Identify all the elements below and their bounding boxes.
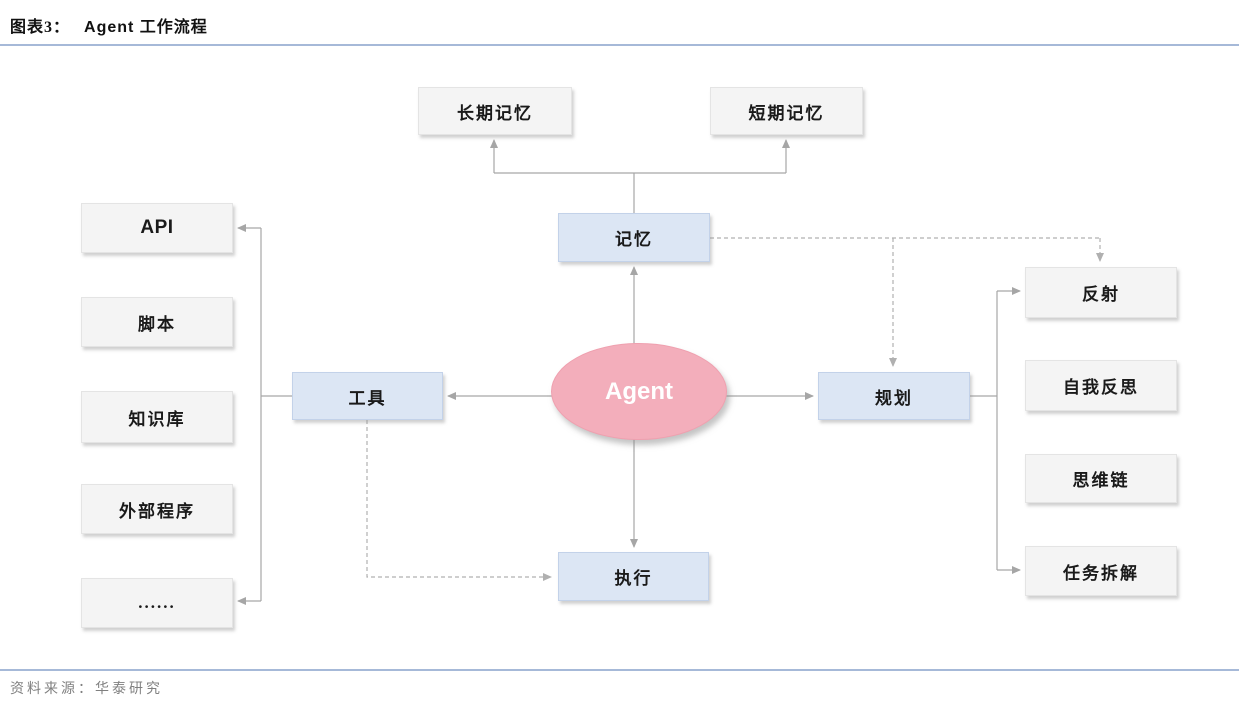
node-label: 执行 xyxy=(614,569,653,588)
source-note: 资料来源：华泰研究 xyxy=(10,682,163,697)
node-label: 自我反思 xyxy=(1063,378,1139,397)
edge-memory-split xyxy=(494,172,786,213)
node-script: 脚本 xyxy=(81,297,233,347)
figure-header: 图表3： Agent 工作流程 xyxy=(10,13,208,37)
figure-label: 图表3： xyxy=(10,19,71,36)
node-label: 脚本 xyxy=(138,314,176,334)
node-label: 外部程序 xyxy=(119,501,195,521)
node-ellipsis: ...... xyxy=(81,578,233,628)
node-agent: Agent xyxy=(551,343,727,440)
footer-divider xyxy=(0,669,1239,671)
node-label: 知识库 xyxy=(128,409,186,429)
node-label: 反射 xyxy=(1082,285,1120,304)
node-short-term-memory: 短期记忆 xyxy=(710,87,863,135)
header-divider xyxy=(0,44,1239,46)
node-label: Agent xyxy=(605,377,673,405)
node-chain-of-thought: 思维链 xyxy=(1025,454,1177,503)
node-api: API xyxy=(81,203,233,253)
node-label: 短期记忆 xyxy=(748,103,825,123)
node-knowledge-base: 知识库 xyxy=(81,391,233,443)
node-label: 思维链 xyxy=(1072,471,1130,490)
node-label: 工具 xyxy=(348,388,387,408)
figure-title: Agent 工作流程 xyxy=(84,19,208,36)
node-self-reflection: 自我反思 xyxy=(1025,360,1177,411)
node-tools: 工具 xyxy=(292,372,443,420)
node-label: 记忆 xyxy=(615,230,653,249)
node-memory: 记忆 xyxy=(558,213,710,262)
node-external-program: 外部程序 xyxy=(81,484,233,534)
node-execution: 执行 xyxy=(558,552,709,601)
node-label: 长期记忆 xyxy=(457,103,533,123)
edge-planning-right-bracket xyxy=(970,291,998,570)
node-label: 规划 xyxy=(875,388,913,408)
node-planning: 规划 xyxy=(818,372,970,420)
node-label: ...... xyxy=(138,593,176,612)
node-label: API xyxy=(140,217,174,238)
node-task-decomposition: 任务拆解 xyxy=(1025,546,1177,596)
edge-tools-left-bracket xyxy=(260,228,292,601)
dashed-tools-to-execution xyxy=(366,420,552,581)
node-long-term-memory: 长期记忆 xyxy=(418,87,572,135)
node-label: 任务拆解 xyxy=(1063,563,1139,583)
node-reflection: 反射 xyxy=(1025,267,1177,318)
